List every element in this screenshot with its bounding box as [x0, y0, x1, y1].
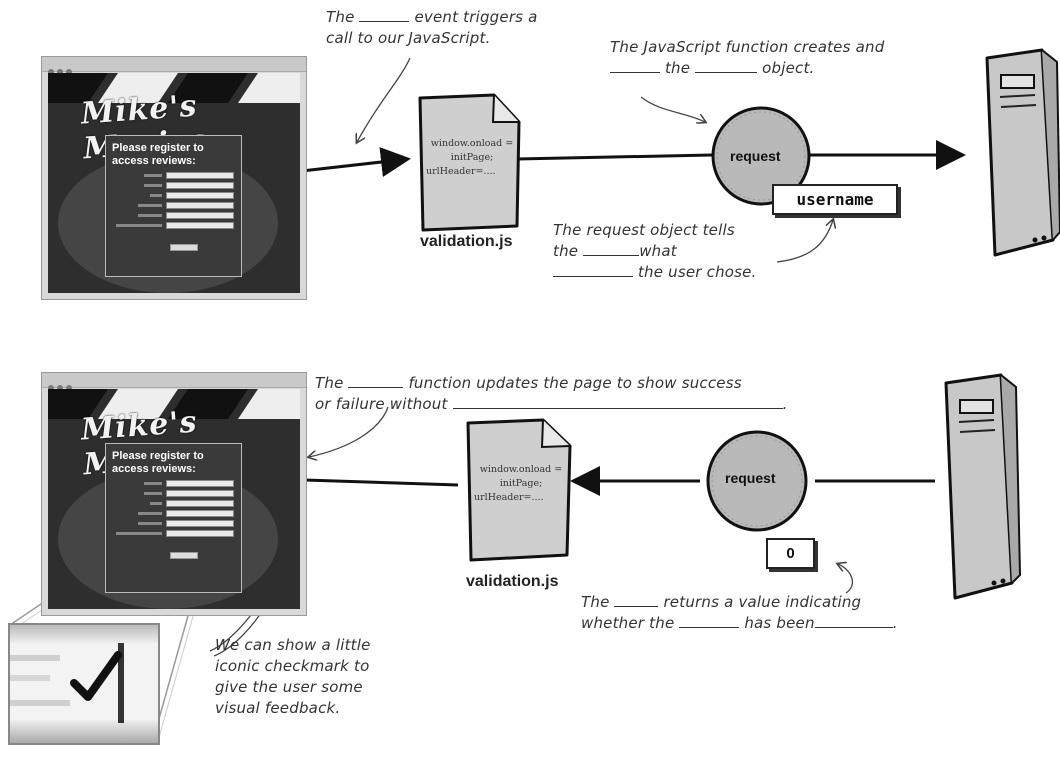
checkmark-note-text: give the user some [215, 678, 363, 696]
pointer-event-note [357, 57, 411, 142]
checkmark-note: We can show a little iconic checkmark to… [215, 635, 395, 719]
value-box: username [772, 184, 898, 215]
code-line: urlHeader=.... [426, 166, 496, 177]
event-note-text: event triggers a [414, 8, 538, 26]
pointer-request-note [776, 220, 833, 263]
request-note-text: what [639, 242, 677, 260]
request-bubble-icon [711, 106, 811, 206]
callback-note-text: . [782, 395, 788, 413]
request-note-text: The request object tells [553, 221, 735, 239]
code-line: window.onload = [430, 138, 514, 149]
panel-title: Please register to access reviews: [112, 142, 204, 167]
request-bubble-icon [706, 430, 808, 532]
js-file-icon [466, 418, 572, 562]
browser-window-icon: Mike's Movies Please register to access … [41, 56, 307, 300]
return-note-text: returns a value indicating [663, 593, 862, 611]
js-code: window.onload = initPage; urlHeader=.... [474, 463, 568, 505]
return-note-text: has been [744, 614, 815, 632]
code-line: initPage; [499, 478, 543, 489]
checkmark-note-text: iconic checkmark to [215, 657, 370, 675]
pointer-callback-note [309, 406, 389, 457]
function-note-text: the [664, 59, 691, 77]
panel-title: Please register to access reviews: [112, 450, 204, 475]
callback-note: The function updates the page to show su… [315, 373, 835, 415]
browser-window-icon: Mike's Movies Please register to access … [41, 372, 307, 616]
callback-note-text: function updates the page to show succes… [408, 374, 742, 392]
function-note-text: The JavaScript function creates and [610, 38, 885, 56]
js-code: window.onload = initPage; urlHeader=.... [426, 137, 518, 179]
return-note: The returns a value indicating whether t… [581, 592, 1001, 634]
checkmark-note-text: visual feedback. [215, 699, 341, 717]
event-note-text: The [326, 8, 355, 26]
request-note-text: the user chose. [637, 263, 757, 281]
js-file-icon [418, 93, 521, 232]
code-line: initPage; [450, 152, 494, 163]
function-note: The JavaScript function creates and the … [610, 37, 930, 79]
callback-note-text: The [315, 374, 344, 392]
checkmark-note-text: We can show a little [215, 636, 371, 654]
request-note-text: the [553, 242, 579, 260]
event-note-text: call to our JavaScript. [326, 29, 491, 47]
code-line: window.onload = [479, 464, 563, 475]
return-note-text: whether the [581, 614, 675, 632]
return-note-text: The [581, 593, 610, 611]
pointer-function-note [640, 96, 705, 122]
code-line: urlHeader=.... [474, 492, 544, 503]
arrow-js-to-request [516, 153, 713, 161]
zoom-inset [8, 623, 160, 745]
function-note-text: object. [762, 59, 815, 77]
request-note: The request object tells the what the us… [553, 220, 813, 283]
js-file-label: validation.js [466, 573, 559, 590]
request-label: request [730, 148, 781, 164]
server-icon [985, 48, 1060, 257]
callback-note-text: or failure without [315, 395, 448, 413]
js-file-label: validation.js [420, 233, 513, 250]
request-label: request [725, 470, 776, 486]
pointer-return-note [838, 564, 854, 594]
return-note-text: . [892, 614, 898, 632]
event-note: The event triggers a call to our JavaScr… [326, 7, 576, 49]
checkmark-icon [70, 651, 122, 701]
value-box: 0 [766, 538, 815, 569]
server-icon [944, 373, 1022, 600]
